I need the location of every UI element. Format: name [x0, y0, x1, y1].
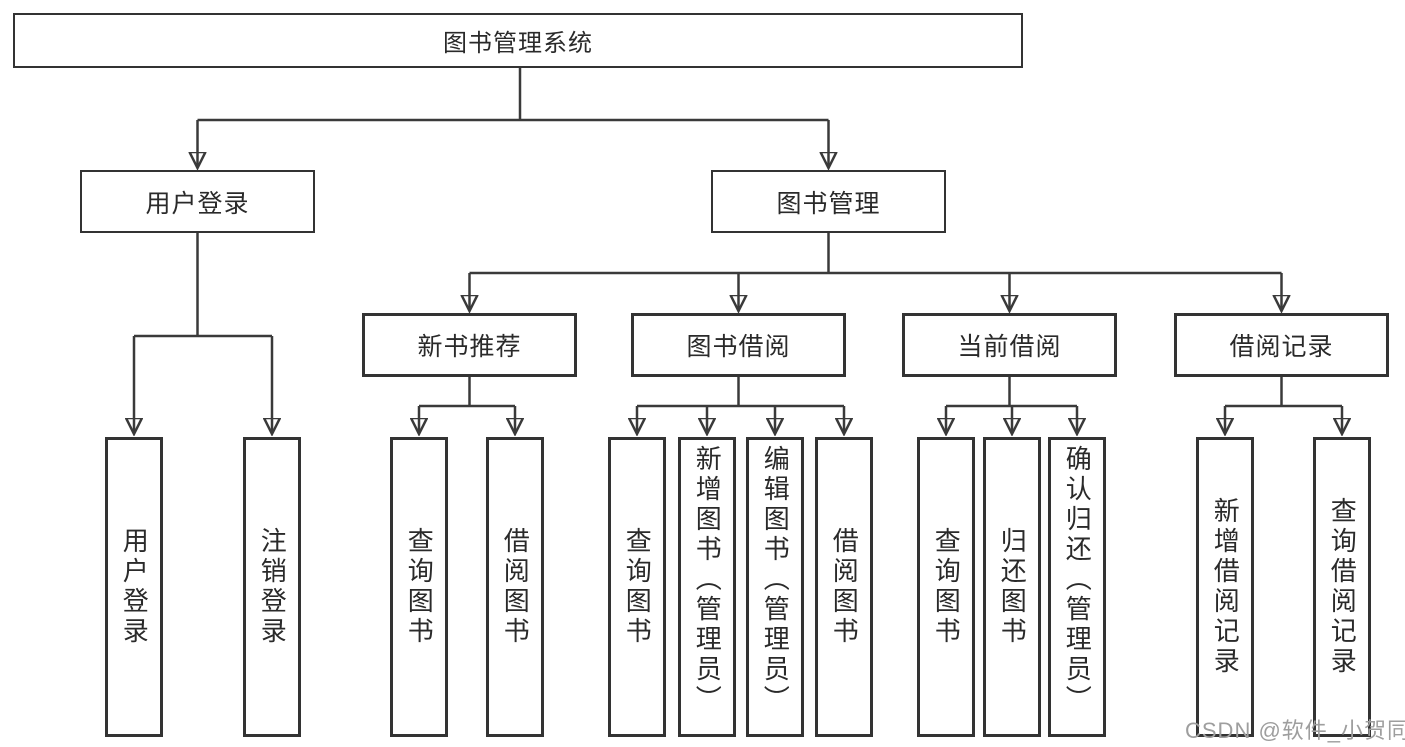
node-leaf-confirm-return-admin: 确认归还（管理员） [1048, 437, 1106, 737]
node-label: 新增图书（管理员） [692, 445, 723, 715]
node-label: 图书管理 [776, 189, 881, 218]
node-leaf-add-borrow-record: 新增借阅记录 [1196, 437, 1254, 737]
node-leaf-borrow-book-1: 借阅图书 [486, 437, 544, 737]
node-label: 图书管理系统 [443, 30, 593, 57]
node-book-management: 图书管理 [711, 170, 946, 233]
node-leaf-edit-book-admin: 编辑图书（管理员） [746, 437, 804, 737]
node-library-system: 图书管理系统 [13, 13, 1023, 68]
node-label: 查询图书 [404, 527, 435, 647]
node-leaf-borrow-book-2: 借阅图书 [815, 437, 873, 737]
node-user-login: 用户登录 [80, 170, 315, 233]
node-label: 当前借阅 [957, 333, 1062, 361]
node-label: 借阅图书 [500, 527, 531, 647]
node-leaf-add-book-admin: 新增图书（管理员） [678, 437, 736, 737]
node-label: 查询图书 [931, 527, 962, 647]
node-leaf-return-book: 归还图书 [983, 437, 1041, 737]
node-label: 借阅记录 [1229, 333, 1334, 361]
node-label: 查询借阅记录 [1327, 497, 1358, 677]
node-leaf-query-borrow-record: 查询借阅记录 [1313, 437, 1371, 737]
node-leaf-query-book-1: 查询图书 [390, 437, 448, 737]
node-leaf-query-book-2: 查询图书 [608, 437, 666, 737]
node-label: 借阅图书 [829, 527, 860, 647]
node-label: 新书推荐 [417, 333, 522, 361]
node-label: 确认归还（管理员） [1062, 445, 1093, 715]
node-current-borrow: 当前借阅 [902, 313, 1117, 377]
node-borrow-records: 借阅记录 [1174, 313, 1389, 377]
node-leaf-query-book-3: 查询图书 [917, 437, 975, 737]
node-label: 图书借阅 [686, 333, 791, 361]
watermark: CSDN @软件_小贺同学 [1185, 718, 1405, 743]
node-label: 用户登录 [119, 527, 150, 647]
node-label: 注销登录 [257, 527, 288, 647]
node-leaf-user-login: 用户登录 [105, 437, 163, 737]
node-leaf-logout: 注销登录 [243, 437, 301, 737]
node-label: 查询图书 [622, 527, 653, 647]
node-new-book-recommend: 新书推荐 [362, 313, 577, 377]
node-label: 新增借阅记录 [1210, 497, 1241, 677]
node-label: 用户登录 [145, 189, 250, 218]
node-book-borrow: 图书借阅 [631, 313, 846, 377]
node-label: 归还图书 [997, 527, 1028, 647]
node-label: 编辑图书（管理员） [760, 445, 791, 715]
